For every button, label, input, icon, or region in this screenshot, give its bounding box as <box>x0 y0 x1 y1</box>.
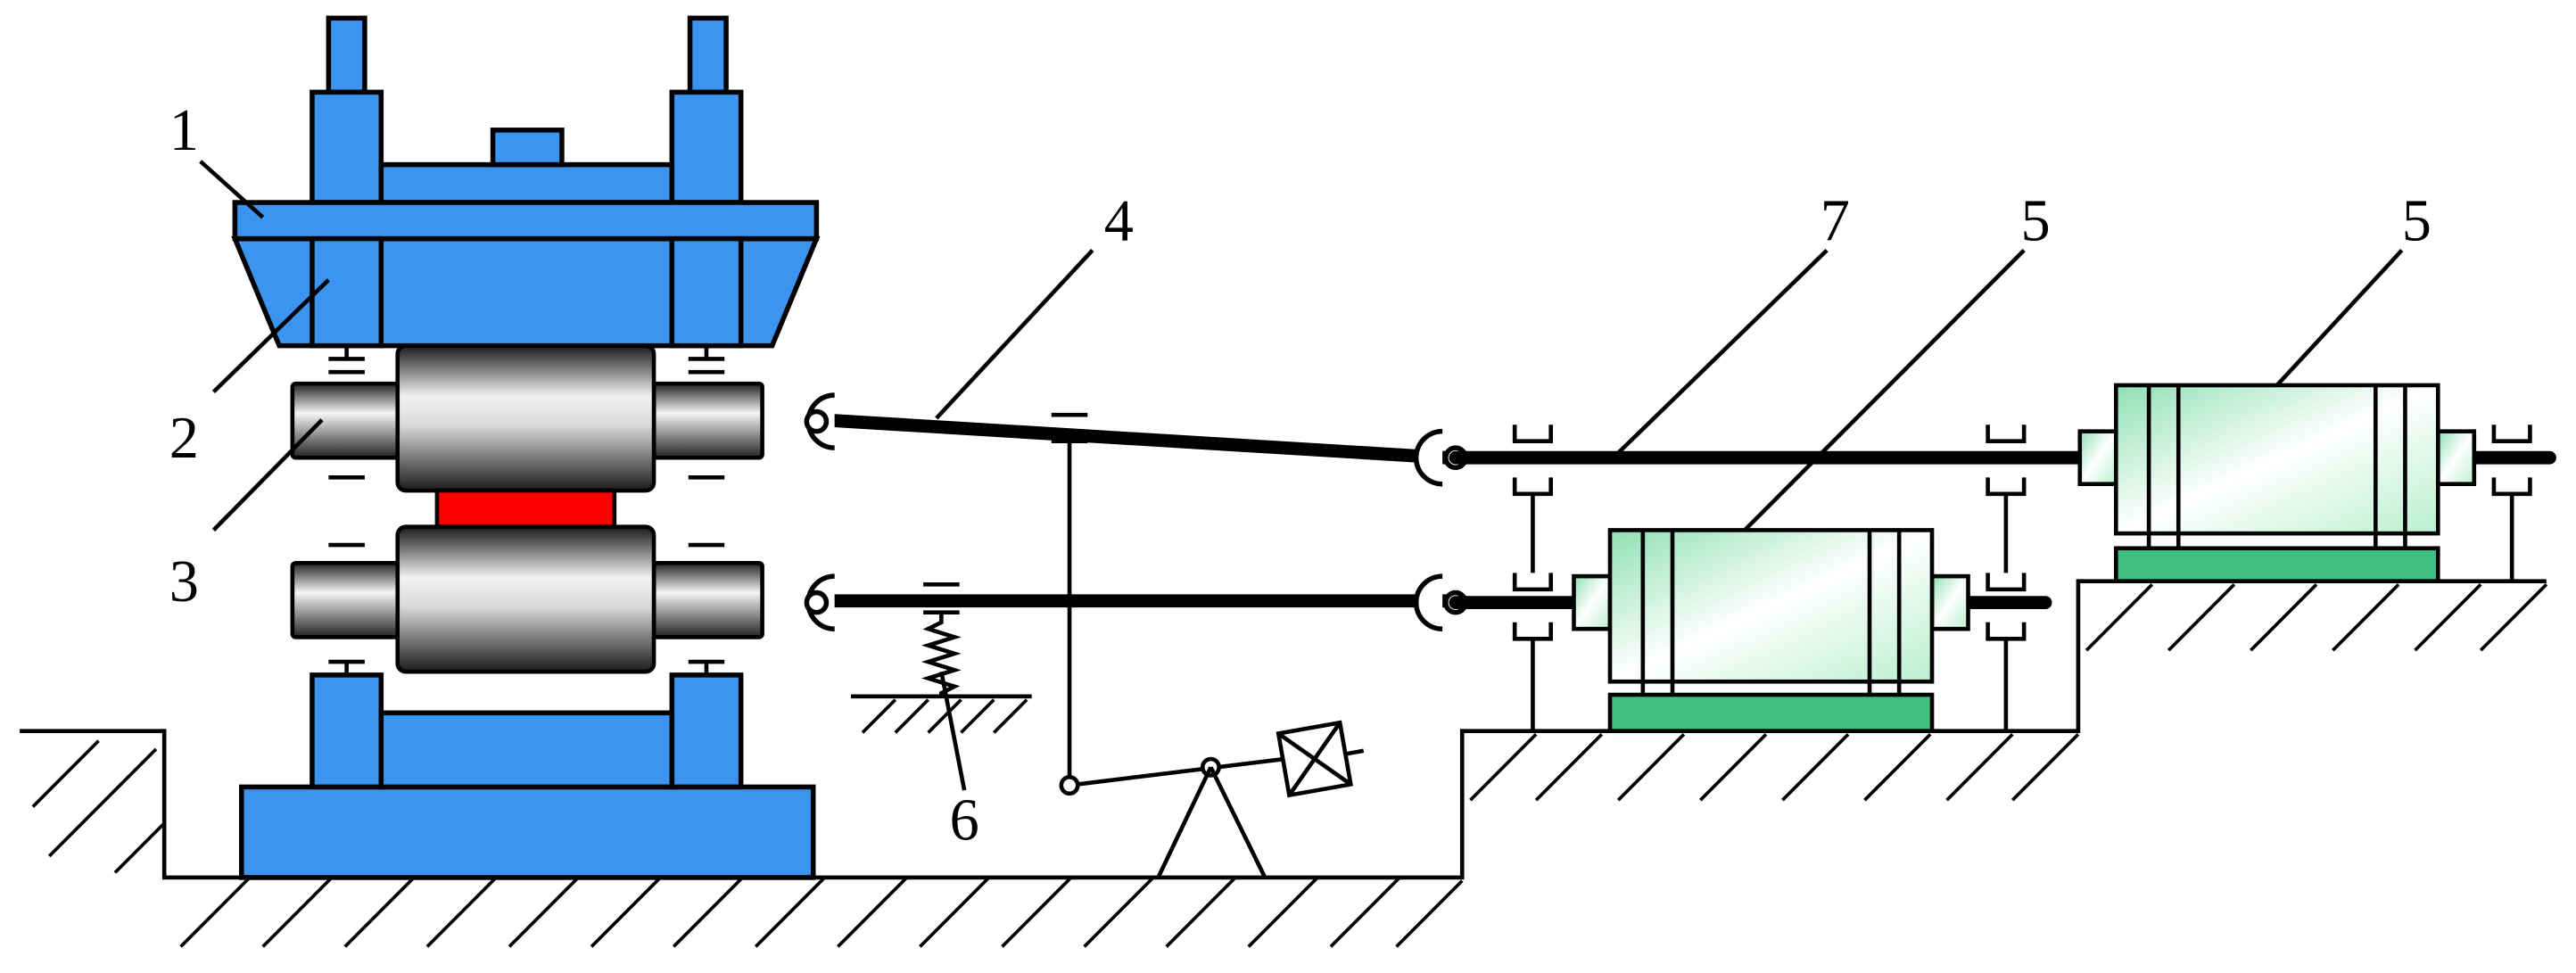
flange-coupling-icon <box>2491 425 2532 581</box>
upper-motor <box>2077 383 2477 583</box>
spring-icon <box>851 582 1032 734</box>
upper-roll <box>290 343 764 493</box>
label-stand: 1 <box>169 98 199 163</box>
universal-joint-icon <box>804 573 835 631</box>
lower-roll <box>290 524 764 674</box>
ground <box>20 579 2548 948</box>
lower-motor <box>1572 528 1970 733</box>
label-roll: 3 <box>169 549 199 614</box>
bearing-marks <box>328 369 725 548</box>
flange-coupling-icon <box>1512 425 1553 731</box>
flange-coupling-icon <box>1986 425 2027 731</box>
label-intermediate-shaft: 7 <box>1821 188 1850 253</box>
label-spindle: 4 <box>1104 188 1134 253</box>
leader-lines <box>199 160 2404 791</box>
mill-stand <box>231 15 821 880</box>
universal-joint-icon <box>804 392 835 450</box>
label-spring: 6 <box>950 787 979 853</box>
slab <box>434 488 617 530</box>
label-motor-lower: 5 <box>2020 188 2050 253</box>
upper-spindle <box>814 413 1453 465</box>
label-housing: 2 <box>169 406 199 471</box>
spindle-balance <box>1051 412 1365 878</box>
label-motor-upper: 5 <box>2402 188 2432 253</box>
